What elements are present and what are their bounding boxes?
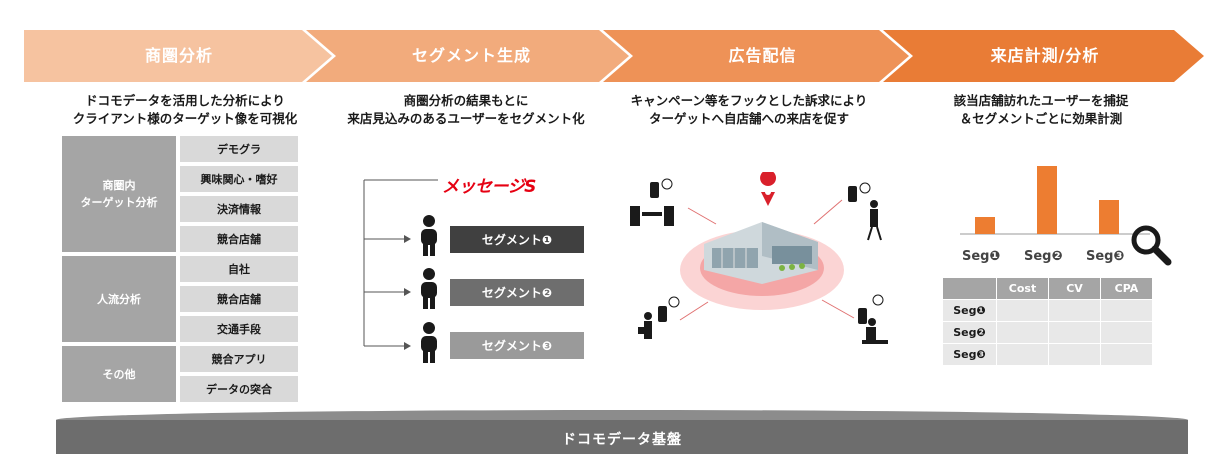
phone-notification-icon: [858, 294, 888, 344]
table-cell: [1048, 321, 1101, 344]
step-4-description-line-1: 該当店舗訪れたユーザーを捕捉: [953, 93, 1129, 108]
person-icon: [421, 322, 437, 363]
table-row: Seg❶: [942, 299, 1153, 322]
table-cell: [1048, 299, 1101, 322]
step-4-description-line-2: ＆セグメントごとに効果計測: [959, 111, 1123, 126]
step-1-description-line-2: クライアント様のターゲット像を可視化: [72, 111, 298, 126]
location-pin-icon: [760, 172, 776, 206]
step-2-chevron: [306, 30, 629, 82]
category-people-flow-label: 人流分析: [97, 292, 141, 306]
process-flow: 商圏分析 セグメント生成 広告配信 来店計測/分析: [24, 30, 1204, 82]
results-header-corner: [942, 277, 997, 300]
column-header-cost: Cost: [996, 277, 1049, 300]
step-3-label: 広告配信: [728, 46, 797, 65]
table-cell: [1100, 343, 1153, 366]
category-trade-area-text: 商圏内ターゲット分析: [80, 179, 158, 209]
person-icon: [421, 268, 437, 309]
person-icon: [421, 215, 437, 256]
step-1-description: ドコモデータを活用した分析により クライアント様のターゲット像を可視化: [40, 92, 330, 128]
foundation-bar: ドコモデータ基盤: [56, 410, 1188, 454]
step-4-label: 来店計測/分析: [990, 46, 1100, 65]
table-cell: [996, 299, 1049, 322]
phone-notification-icon: [848, 182, 882, 241]
ad-delivery-illustration: [630, 172, 888, 344]
results-header-row: Cost CV CPA: [942, 277, 1153, 300]
item-competitor-apps: 競合アプリ: [180, 346, 298, 372]
axis-label-seg-1: Seg❶: [962, 249, 1001, 264]
bar-1: [975, 217, 995, 234]
step-2-label: セグメント生成: [411, 46, 531, 65]
segment-1-bar: セグメント❶: [450, 226, 584, 253]
table-row: Seg❸: [942, 343, 1153, 366]
item-data-matching: データの突合: [180, 376, 298, 402]
category-other: その他: [62, 346, 176, 402]
phone-notification-icon: [638, 296, 680, 339]
step-2-description: 商圏分析の結果もとに 来店見込みのあるユーザーをセグメント化: [316, 92, 616, 128]
segment-connector-lines: [363, 179, 438, 350]
row-header-seg-1: Seg❶: [942, 299, 997, 322]
table-cell: [1100, 321, 1153, 344]
table-cell: [996, 343, 1049, 366]
axis-label-seg-2: Seg❷: [1024, 249, 1063, 264]
arrow-line: [687, 207, 717, 225]
step-3-description-line-1: キャンペーン等をフックとした訴求により: [630, 93, 868, 108]
item-competitor-stores: 競合店舗: [180, 226, 298, 252]
step-1-chevron: [24, 30, 332, 82]
arrow-line: [813, 199, 843, 225]
step-2-description-line-2: 来店見込みのあるユーザーをセグメント化: [347, 111, 585, 126]
segment-2-bar: セグメント❷: [450, 279, 584, 306]
step-3-description: キャンペーン等をフックとした訴求により ターゲットへ自店舗への来店を促す: [604, 92, 894, 128]
foundation-shape: [56, 410, 1188, 454]
step-3-description-line-2: ターゲットへ自店舗への来店を促す: [648, 111, 849, 126]
item-competitor-stores-2: 競合店舗: [180, 286, 298, 312]
step-1-description-line-1: ドコモデータを活用した分析により: [85, 93, 285, 108]
column-header-cv: CV: [1048, 277, 1101, 300]
segment-bar-chart: [960, 166, 1150, 235]
category-people-flow: 人流分析: [62, 256, 176, 342]
table-cell: [1100, 299, 1153, 322]
row-header-seg-2: Seg❷: [942, 321, 997, 344]
segment-3-bar: セグメント❸: [450, 332, 584, 359]
step-1-label: 商圏分析: [144, 46, 213, 65]
bar-2: [1037, 166, 1057, 234]
item-interests: 興味関心・嗜好: [180, 166, 298, 192]
table-row: Seg❷: [942, 321, 1153, 344]
magnifier-icon: [1131, 225, 1172, 266]
table-cell: [1048, 343, 1101, 366]
arrow-line: [679, 301, 709, 321]
step-4-chevron: [883, 30, 1204, 82]
analysis-table: 商圏内ターゲット分析 デモグラ 興味関心・嗜好 決済情報 競合店舗 人流分析 自…: [62, 136, 302, 402]
item-demographics: デモグラ: [180, 136, 298, 162]
item-transport: 交通手段: [180, 316, 298, 342]
foundation-label: ドコモデータ基盤: [562, 432, 682, 448]
category-other-label: その他: [102, 367, 136, 381]
brand-logo: メッセージS: [442, 177, 536, 197]
store-icon: [704, 222, 818, 284]
table-cell: [996, 321, 1049, 344]
row-header-seg-3: Seg❸: [942, 343, 997, 366]
person-icons: [421, 215, 437, 363]
axis-label-seg-3: Seg❸: [1086, 249, 1125, 264]
item-own-company: 自社: [180, 256, 298, 282]
category-trade-area-label: 商圏内ターゲット分析: [81, 177, 158, 211]
phone-notification-icon: [630, 178, 674, 226]
arrow-line: [821, 299, 855, 319]
step-4-description: 該当店舗訪れたユーザーを捕捉 ＆セグメントごとに効果計測: [896, 92, 1186, 128]
results-table: Cost CV CPA Seg❶ Seg❷ Seg❸: [942, 277, 1153, 366]
step-3-chevron: [603, 30, 909, 82]
bar-3: [1099, 200, 1119, 234]
item-payment: 決済情報: [180, 196, 298, 222]
column-header-cpa: CPA: [1100, 277, 1153, 300]
category-trade-area: 商圏内ターゲット分析: [62, 136, 176, 252]
step-2-description-line-1: 商圏分析の結果もとに: [403, 93, 529, 108]
process-chevrons: [24, 30, 1204, 82]
